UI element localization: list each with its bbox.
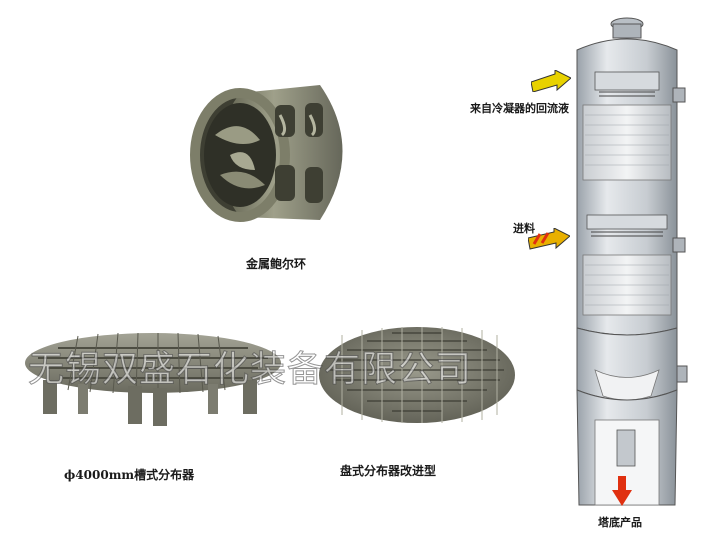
distillation-column-image (576, 17, 688, 506)
feed-arrow-icon (528, 228, 570, 250)
feed-label: 进料 (513, 222, 535, 235)
disc-distributor-caption: 盘式分布器改进型 (340, 464, 437, 478)
reflux-label: 来自冷凝器的回流液 (470, 102, 569, 115)
trough-distributor-caption: ϕ4000mm槽式分布器 (64, 468, 195, 482)
bottom-product-arrow-icon (612, 476, 632, 506)
pall-ring-image (190, 85, 343, 222)
trough-distributor-image (25, 332, 281, 426)
reflux-arrow-icon (531, 70, 571, 92)
pall-ring-caption: 金属鲍尔环 (246, 257, 307, 271)
bottom-product-label: 塔底产品 (598, 516, 642, 529)
disc-distributor-image (319, 327, 515, 423)
